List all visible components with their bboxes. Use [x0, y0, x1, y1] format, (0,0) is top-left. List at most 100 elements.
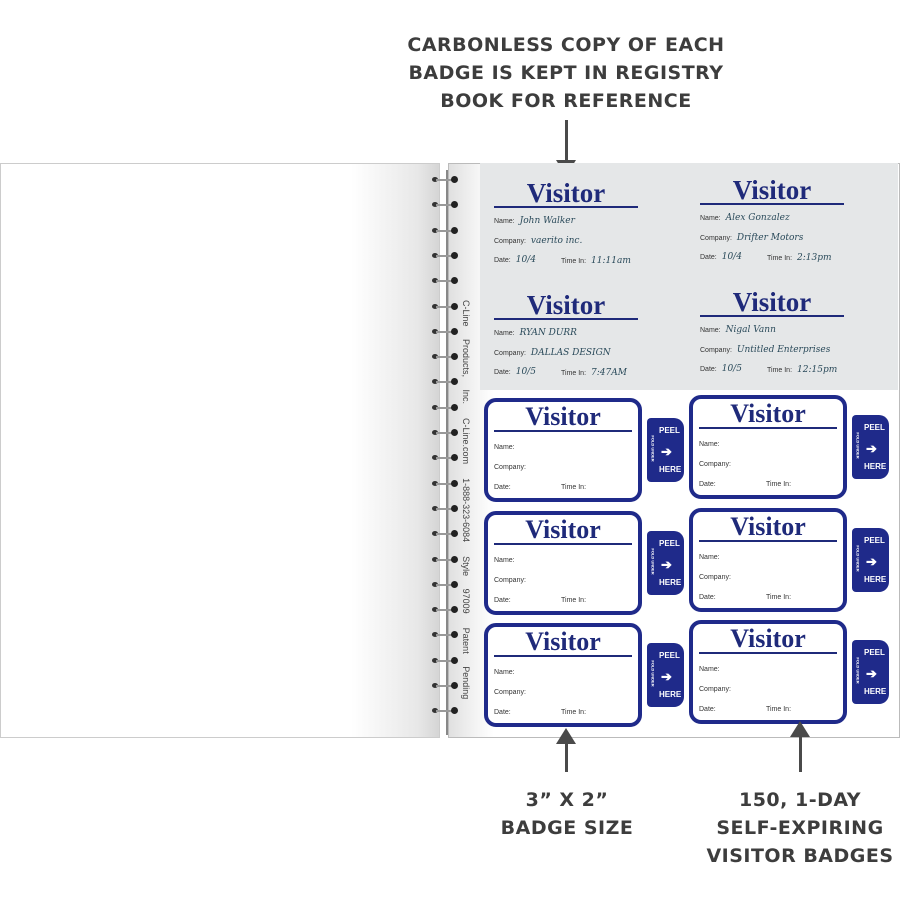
handwritten-company: vaerito inc.: [530, 236, 583, 246]
date-label: Date:: [699, 481, 716, 488]
spine-text-item: 1-888-323-6084: [461, 478, 471, 543]
field-label: Company:: [700, 235, 732, 242]
time-label: Time In:: [561, 596, 587, 604]
name-label: Name:: [699, 666, 720, 673]
spiral-ring: [430, 580, 460, 588]
date-field: Date:10/5: [700, 364, 742, 374]
spiral-ring: [430, 302, 460, 310]
badge-title: Visitor: [494, 180, 638, 208]
arrow-right-icon: ➔: [661, 444, 672, 459]
spiral-ring: [430, 226, 460, 234]
date-field: Date: 10/4: [494, 255, 536, 265]
handwritten-company: DALLAS DESIGN: [530, 348, 611, 358]
field-label: Date:: [494, 257, 511, 264]
company-label: Company:: [699, 461, 731, 468]
fold-under-label: FOLD UNDER: [650, 547, 656, 575]
spiral-ring: [430, 276, 460, 285]
spine-text-item: Style 97009: [461, 556, 471, 614]
visitor-badge[interactable]: Visitor Name: Company: Date: Time In:: [484, 510, 642, 615]
date-label: Date:: [494, 596, 511, 604]
time-label: Time In:: [766, 593, 792, 601]
arrow-down-icon: [556, 120, 576, 176]
visitor-badge[interactable]: Visitor Name: Company: Date: Time In:: [689, 620, 847, 724]
arrow-right-icon: ➔: [866, 666, 877, 681]
time-label: Time In:: [766, 706, 792, 713]
field-label: Name:: [494, 330, 515, 337]
fold-under-label: FOLD UNDER: [855, 432, 861, 459]
caption-line: BADGE SIZE: [500, 817, 634, 839]
name-label: Name:: [494, 444, 515, 451]
field-label: Date:: [700, 366, 717, 373]
date-label: Date:: [494, 709, 511, 716]
date-field: Date: 10/5: [494, 367, 536, 377]
date-label: Date:: [494, 484, 511, 491]
visitor-badge[interactable]: Visitor Name: Company: Date: Time In:: [689, 507, 847, 612]
fold-under-label: FOLD UNDER: [650, 660, 656, 687]
arrow-right-icon: ➔: [866, 553, 877, 569]
company-label: Company:: [494, 464, 526, 471]
spiral-ring: [430, 200, 460, 209]
peel-label: PEEL: [864, 648, 885, 657]
badge-title: Visitor: [699, 513, 837, 542]
company-label: Company:: [494, 576, 526, 584]
carbon-copy-badge: Visitor Name:John Walker Company:vaerito…: [484, 180, 644, 270]
name-field: Name: RYAN DURR: [494, 328, 577, 338]
name-label: Name:: [494, 556, 515, 564]
spine: [446, 170, 448, 735]
spiral-ring: [430, 175, 460, 183]
caption-line: CARBONLESS COPY OF EACH: [407, 34, 725, 56]
date-field: Date:10/4: [700, 252, 742, 262]
date-label: Date:: [699, 593, 716, 601]
arrow-up-icon: [790, 721, 810, 772]
spiral-ring: [430, 403, 460, 411]
visitor-badge[interactable]: Visitor Name: Company: Date: Time In:: [484, 623, 642, 727]
caption-line: BOOK FOR REFERENCE: [440, 90, 692, 112]
time-label: Time In:: [766, 481, 792, 488]
handwritten-name: John Walker: [519, 216, 575, 226]
name-field: Name:John Walker: [494, 216, 575, 226]
spine-text-item: Patent Pending: [461, 627, 471, 700]
here-label: HERE: [659, 577, 682, 587]
company-field: Company: DALLAS DESIGN: [494, 348, 611, 358]
company-label: Company:: [699, 573, 731, 581]
caption-line: BADGE IS KEPT IN REGISTRY: [408, 62, 724, 84]
visitor-badge[interactable]: Visitor Name: Company: Date: Time In:: [689, 395, 847, 499]
badge-title: Visitor: [699, 626, 837, 654]
spiral-ring: [430, 681, 460, 689]
spine-text-item: C-Line Products, Inc.: [461, 300, 471, 405]
top-caption: CARBONLESS COPY OF EACH BADGE IS KEPT IN…: [366, 31, 766, 115]
handwritten-date: 10/4: [515, 255, 536, 265]
badge-title: Visitor: [494, 629, 632, 657]
here-label: HERE: [659, 465, 682, 474]
field-label: Time In:: [561, 370, 587, 377]
field-label: Company:: [494, 350, 526, 357]
spiral-ring: [430, 656, 460, 664]
spiral-ring: [430, 251, 460, 259]
caption-line: VISITOR BADGES: [706, 845, 894, 867]
time-field: Time In:2:13pm: [767, 253, 832, 263]
carbon-copy-area: [480, 163, 898, 390]
handwritten-name: RYAN DURR: [519, 328, 577, 338]
spiral-ring: [430, 352, 460, 361]
spiral-ring: [430, 555, 460, 563]
peel-label: PEEL: [659, 538, 680, 548]
name-field: Name:Alex Gonzalez: [700, 213, 790, 223]
spiral-ring: [430, 428, 460, 436]
spiral-ring: [430, 479, 460, 487]
spiral-ring: [430, 453, 460, 462]
field-label: Date:: [494, 369, 511, 376]
carbon-copy-badge: Visitor Name:Alex Gonzalez Company:Drift…: [690, 177, 850, 267]
handwritten-date: 10/5: [515, 367, 536, 377]
badge-count-caption: 150, 1-DAY SELF-EXPIRING VISITOR BADGES: [690, 786, 900, 870]
handwritten-time: 7:47AM: [591, 368, 627, 378]
arrow-right-icon: ➔: [661, 556, 672, 572]
time-label: Time In:: [561, 709, 587, 716]
visitor-badge[interactable]: Visitor Name: Company: Date: Time In:: [484, 398, 642, 502]
company-field: Company:Drifter Motors: [700, 233, 803, 243]
